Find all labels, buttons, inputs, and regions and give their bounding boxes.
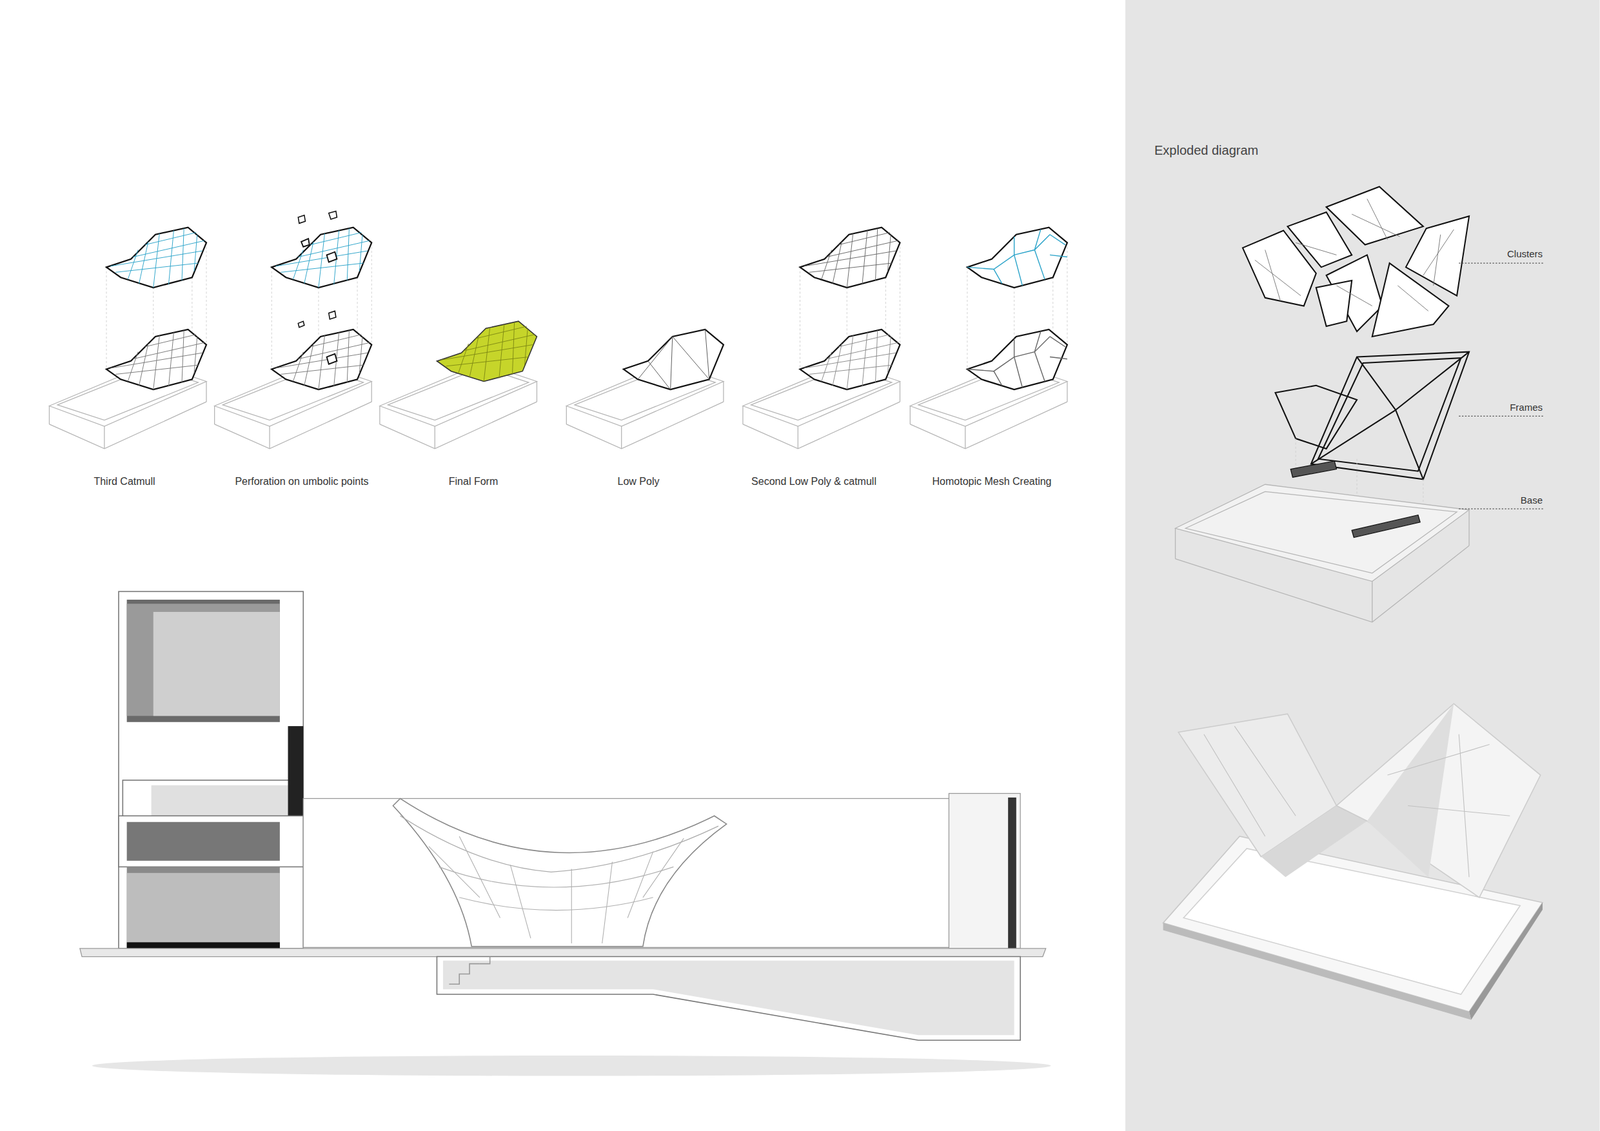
third-catmull-figure — [49, 227, 207, 449]
part-label: Base — [1520, 495, 1543, 507]
panel-heading: Exploded diagram — [1154, 143, 1259, 158]
section-drawing — [79, 591, 1052, 1076]
step-caption: Low Poly — [617, 475, 660, 488]
render-view — [1163, 703, 1543, 1020]
step-caption: Perforation on umbolic points — [234, 475, 369, 488]
final-form-figure — [379, 321, 538, 449]
side-panel — [1125, 0, 1600, 1131]
step-caption: Homotopic Mesh Creating — [932, 475, 1052, 488]
part-label: Clusters — [1507, 248, 1543, 260]
leader-lines — [1458, 263, 1544, 509]
step-caption: Second Low Poly & catmull — [751, 475, 877, 488]
low-poly-figure — [566, 329, 724, 449]
step-caption: Final Form — [448, 475, 498, 488]
homotopic-figure — [909, 227, 1068, 449]
exploded-diagram — [1175, 186, 1470, 622]
second-low-poly-figure — [742, 227, 901, 449]
step-caption: Third Catmull — [93, 475, 155, 488]
part-label: Frames — [1509, 402, 1543, 414]
perforation-figure — [214, 210, 373, 449]
